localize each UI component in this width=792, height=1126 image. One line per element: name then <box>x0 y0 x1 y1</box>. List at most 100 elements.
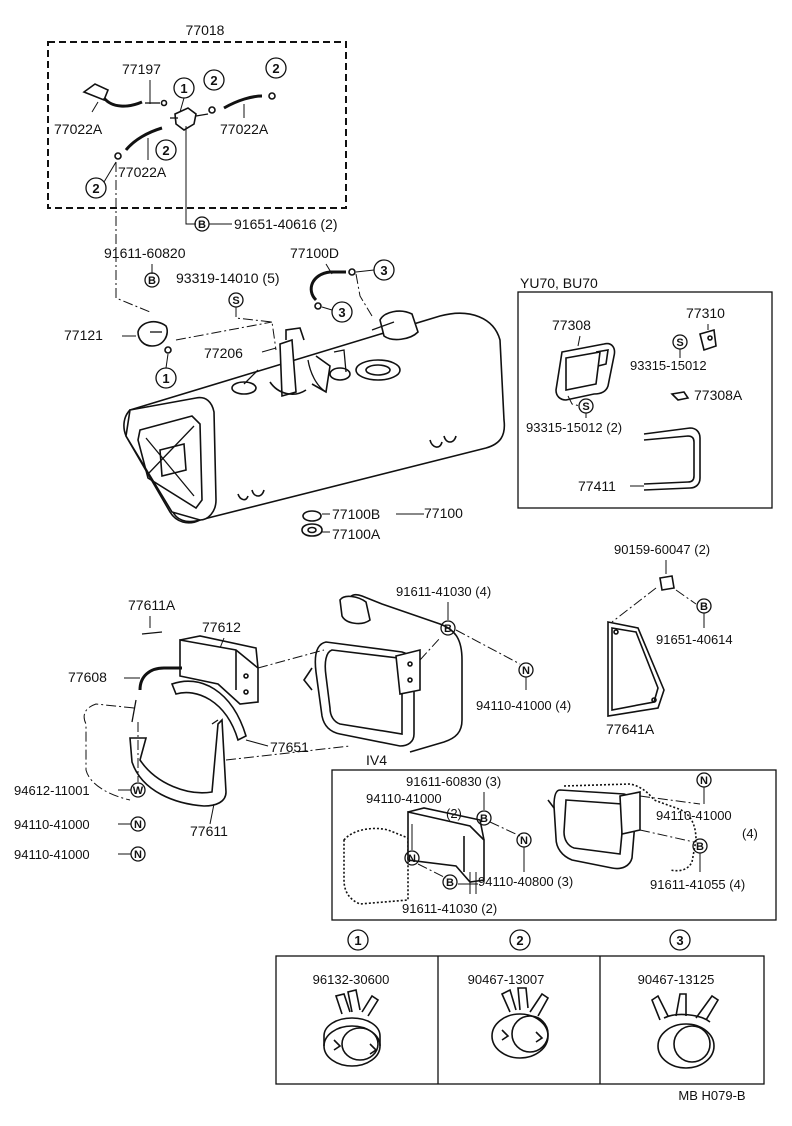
part-label-77022a-right: 77022A <box>220 121 269 137</box>
bolt-symbol-b-91611-60820: B <box>144 272 160 288</box>
part-label-91651-40616: 91651-40616 (2) <box>234 216 338 232</box>
callout-1-tank: 1 <box>155 353 177 389</box>
part-label-77206: 77206 <box>204 345 243 361</box>
middle-bracket-area: 77611A 77612 77608 77651 77611 W <box>14 542 733 862</box>
part-label-77308: 77308 <box>552 317 591 333</box>
svg-text:S: S <box>582 401 589 413</box>
svg-text:B: B <box>700 601 708 613</box>
part-label-77022a-left: 77022A <box>54 121 103 137</box>
clamp-legend: 1 96132-30600 2 90467-13007 3 90467-1312… <box>275 929 765 1085</box>
nut-symbol-n-94110-41000-a: N <box>130 816 146 832</box>
svg-text:N: N <box>408 853 416 865</box>
part-label-94110-41000-a: 94110-41000 <box>14 817 90 832</box>
part-label-94110-40800: 94110-40800 (3) <box>478 874 573 889</box>
svg-text:B: B <box>696 841 704 853</box>
screw-symbol-s-93319-14010: S <box>228 292 244 308</box>
nut-symbol-n-94110-41000-4: N <box>518 662 534 678</box>
upper-tank-area: B 91651-40616 (2) 91611-60820 B 93319-14… <box>64 126 506 542</box>
part-label-93315-15012: 93315-15012 <box>630 358 707 373</box>
part-label-94110-41000-iv4-right-qty: (4) <box>742 826 758 841</box>
part-label-77308a: 77308A <box>694 387 743 403</box>
callout-3-a: 3 <box>355 259 395 281</box>
svg-text:2: 2 <box>272 61 279 76</box>
svg-text:3: 3 <box>676 933 683 948</box>
diagram-code: MB H079-B <box>678 1088 745 1103</box>
svg-text:3: 3 <box>338 305 345 320</box>
svg-text:B: B <box>444 623 452 635</box>
screw-symbol-s-93315-15012: S <box>672 334 688 358</box>
part-label-77608: 77608 <box>68 669 107 685</box>
svg-text:B: B <box>446 877 454 889</box>
svg-text:B: B <box>480 813 488 825</box>
svg-text:3: 3 <box>380 263 387 278</box>
bolt-symbol-b-91651-40616: B <box>194 216 210 232</box>
callout-2-in-77018-a: 2 <box>203 69 225 91</box>
callout-2-in-77018-b: 2 <box>265 57 287 79</box>
nut-symbol-n-iv4-right: N <box>696 772 712 788</box>
part-label-91611-41030-4: 91611-41030 (4) <box>396 584 491 599</box>
part-label-91611-41055: 91611-41055 (4) <box>650 877 745 892</box>
svg-text:B: B <box>148 275 156 287</box>
washer-symbol-w: W <box>130 782 146 798</box>
part-label-77651: 77651 <box>270 739 309 755</box>
part-label-94110-41000-4: 94110-41000 (4) <box>476 698 571 713</box>
bolt-symbol-b-91611-41055: B <box>692 838 708 854</box>
bolt-symbol-b-91651-40614: B <box>696 598 712 614</box>
svg-text:N: N <box>522 665 530 677</box>
part-label-77411: 77411 <box>578 478 616 494</box>
part-label-91651-40614: 91651-40614 <box>656 632 733 647</box>
svg-text:W: W <box>133 785 144 797</box>
part-label-77197: 77197 <box>122 61 161 77</box>
svg-text:2: 2 <box>210 73 217 88</box>
part-label-77612: 77612 <box>202 619 241 635</box>
callout-3-b: 3 <box>321 301 353 323</box>
clamp-1: 1 96132-30600 <box>313 929 390 1067</box>
part-label-90159-60047: 90159-60047 (2) <box>614 542 710 557</box>
part-label-77100b: 77100B <box>332 506 380 522</box>
part-label-77310: 77310 <box>686 305 725 321</box>
clamp-3-part-number: 90467-13125 <box>638 972 715 987</box>
part-label-93315-15012-2: 93315-15012 (2) <box>526 420 622 435</box>
part-label-94110-41000-iv4: 94110-41000 <box>366 791 442 806</box>
nut-symbol-n-94110-40800: N <box>516 832 532 848</box>
tank-with-cradle <box>303 593 463 753</box>
assembly-77018: 77018 77197 77022A 77022A 77022A 1 <box>47 22 347 209</box>
bolt-symbol-b-91611-41030-2: B <box>442 874 458 890</box>
part-label-94110-41000-iv4-right: 94110-41000 <box>656 808 732 823</box>
part-label-77611a: 77611A <box>128 597 176 613</box>
screw-symbol-s-93315-15012-2: S <box>578 398 594 418</box>
part-label-91611-41030-2: 91611-41030 (2) <box>402 901 497 916</box>
svg-text:S: S <box>232 295 239 307</box>
part-label-91611-60830: 91611-60830 (3) <box>406 774 501 789</box>
clamp-2-part-number: 90467-13007 <box>468 972 545 987</box>
svg-text:N: N <box>520 835 528 847</box>
part-label-91611-60820: 91611-60820 <box>104 245 186 261</box>
part-label-77100: 77100 <box>424 505 463 521</box>
svg-text:S: S <box>676 337 683 349</box>
part-label-94612-11001: 94612-11001 <box>14 783 90 798</box>
section-yu70-bu70: YU70, BU70 77308 77310 S 93315-15012 773… <box>517 275 773 509</box>
svg-text:2: 2 <box>92 181 99 196</box>
clamp-1-part-number: 96132-30600 <box>313 972 390 987</box>
bolt-symbol-b-91611-41030-4: B <box>440 620 456 636</box>
bolt-symbol-b-91611-60830: B <box>476 810 492 826</box>
clamp-3: 3 90467-13125 <box>638 929 720 1069</box>
svg-text:2: 2 <box>162 143 169 158</box>
callout-1-in-77018: 1 <box>173 77 195 113</box>
svg-text:N: N <box>134 849 142 861</box>
svg-text:N: N <box>700 775 708 787</box>
part-label-77100d: 77100D <box>290 245 339 261</box>
nut-symbol-n-iv4-left: N <box>404 850 420 866</box>
svg-text:N: N <box>134 819 142 831</box>
part-label-77641a: 77641A <box>606 721 655 737</box>
part-label-77022a-lower: 77022A <box>118 164 167 180</box>
section-iv4: IV4 91611-60830 (3) B 94110-41000 (2) N … <box>331 752 777 921</box>
fuel-tank-77100 <box>123 310 506 524</box>
part-label-94110-41000-b: 94110-41000 <box>14 847 90 862</box>
section-title-yu70-bu70: YU70, BU70 <box>520 275 598 291</box>
svg-text:B: B <box>198 219 206 231</box>
svg-text:2: 2 <box>516 933 523 948</box>
svg-text:1: 1 <box>354 933 361 948</box>
part-label-94110-41000-iv4-qty: (2) <box>446 806 462 821</box>
